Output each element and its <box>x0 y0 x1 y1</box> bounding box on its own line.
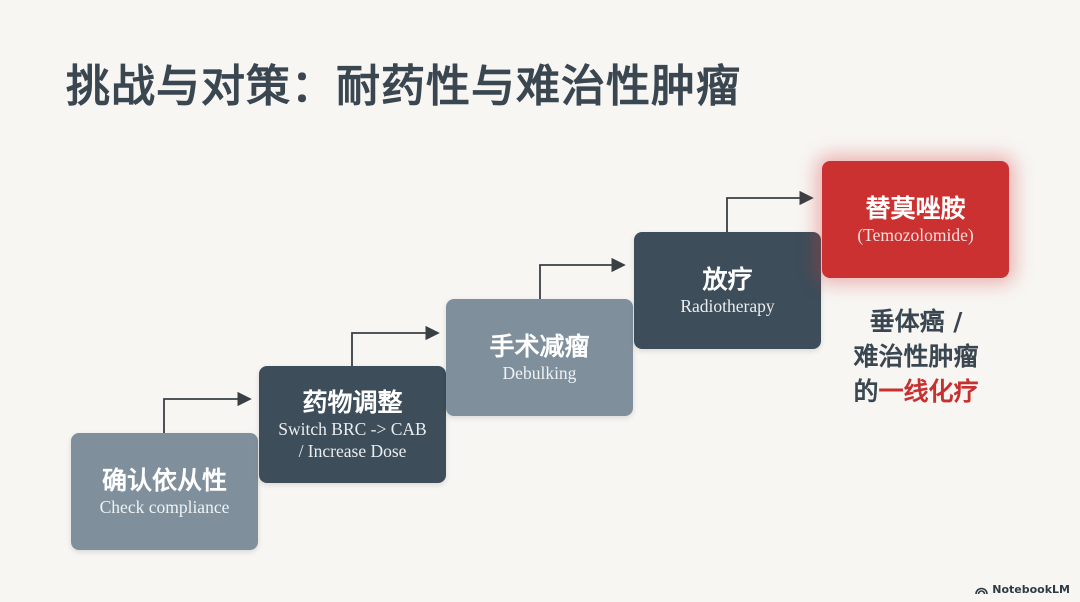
step-subtitle: Check compliance <box>99 496 230 517</box>
step-title: 手术减瘤 <box>489 331 590 361</box>
step-title: 药物调整 <box>302 387 403 417</box>
note-highlight: 一线化疗 <box>878 377 979 406</box>
brand-name: NotebookLM <box>992 583 1070 596</box>
step-subtitle: (Temozolomide) <box>857 224 974 245</box>
arrow-step4-to-step5 <box>726 190 814 232</box>
step-subtitle: Switch BRC -> CAB / Increase Dose <box>278 418 427 461</box>
step-debulking: 手术减瘤 Debulking <box>446 299 633 416</box>
step-check-compliance: 确认依从性 Check compliance <box>71 433 258 550</box>
step-drug-adjustment: 药物调整 Switch BRC -> CAB / Increase Dose <box>259 366 446 483</box>
step-temozolomide: 替莫唑胺 (Temozolomide) <box>822 161 1009 278</box>
step-subtitle: Radiotherapy <box>680 295 775 316</box>
note-line-3: 的一线化疗 <box>836 374 996 409</box>
note-line-1: 垂体癌 / <box>869 307 963 336</box>
first-line-chemo-note: 垂体癌 / 难治性肿瘤 的一线化疗 <box>836 304 996 409</box>
arrow-step1-to-step2 <box>163 391 252 433</box>
page-title: 挑战与对策：耐药性与难治性肿瘤 <box>66 61 741 112</box>
note-line-2: 难治性肿瘤 <box>853 342 979 371</box>
step-subtitle: Debulking <box>502 362 577 383</box>
step-title: 放疗 <box>702 264 753 294</box>
notebooklm-logo-icon <box>975 587 989 594</box>
arrow-step2-to-step3 <box>351 325 440 366</box>
note-line-3-prefix: 的 <box>853 377 879 406</box>
step-radiotherapy: 放疗 Radiotherapy <box>634 232 821 349</box>
step-title: 替莫唑胺 <box>865 193 966 223</box>
arrow-step3-to-step4 <box>539 257 626 299</box>
notebooklm-watermark: NotebookLM <box>975 583 1070 596</box>
step-title: 确认依从性 <box>101 465 227 495</box>
